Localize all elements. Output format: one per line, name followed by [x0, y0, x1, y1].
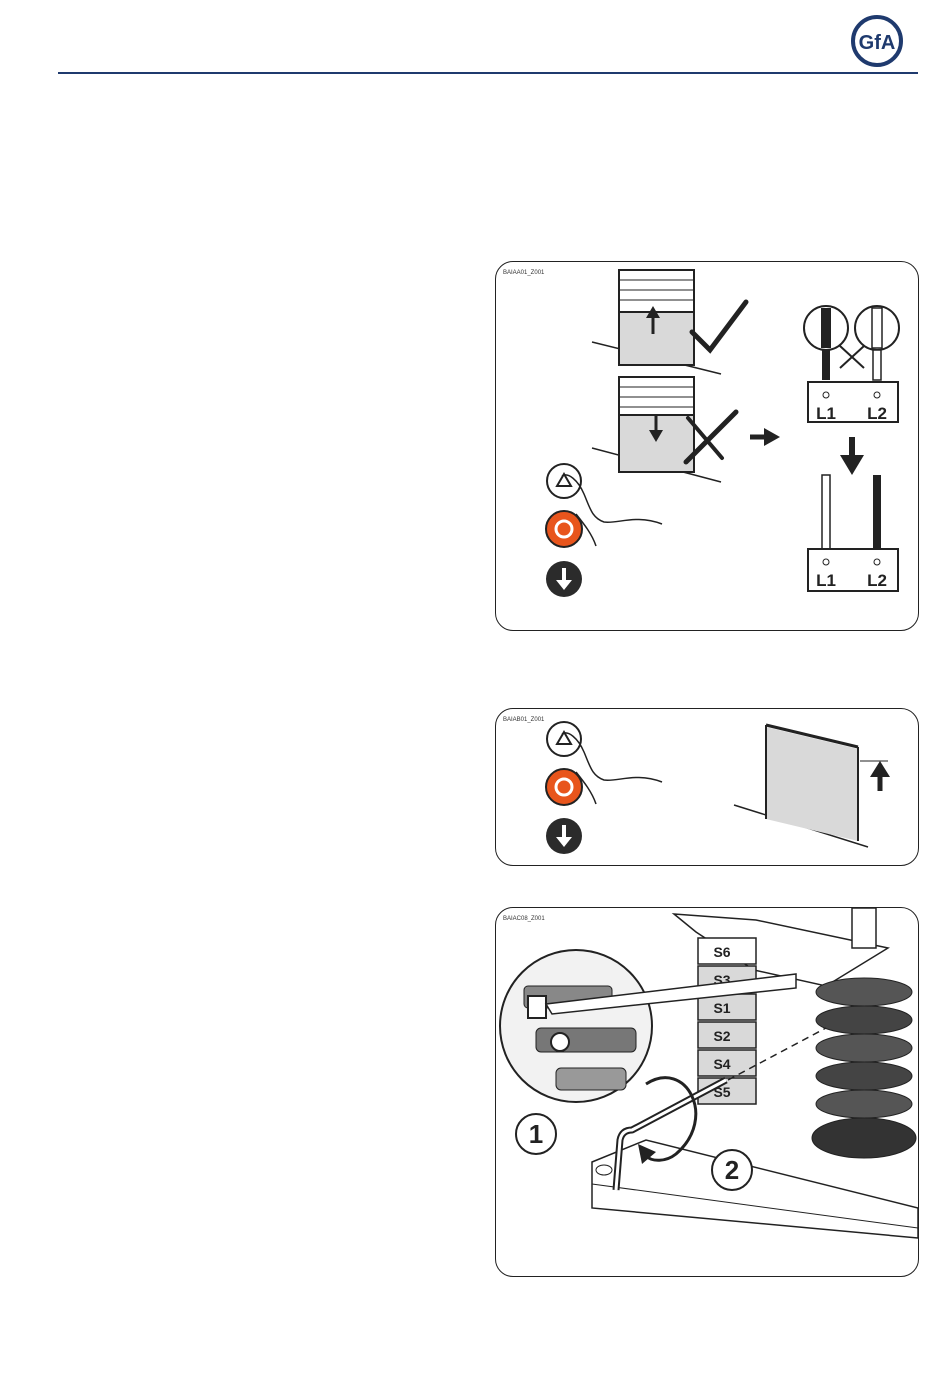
down-button-icon	[546, 818, 582, 854]
step-2-label: 2	[712, 1150, 752, 1190]
door-raised-icon	[734, 725, 890, 847]
header-rule	[58, 72, 918, 74]
figure-direction-check: BAIAA01_Z001	[495, 261, 919, 631]
door-down-cross-icon	[592, 377, 736, 482]
switch-label: S2	[713, 1028, 730, 1044]
terminal-label: L1	[816, 571, 836, 590]
limit-switch-cam-icon	[812, 978, 916, 1158]
logo-text: GfA	[859, 32, 896, 54]
step-number: 1	[529, 1119, 543, 1149]
step-1-label: 1	[516, 1114, 556, 1154]
terminal-label: L2	[867, 404, 887, 423]
terminal-label: L2	[867, 571, 887, 590]
gfa-logo: GfA	[848, 14, 906, 68]
figure-door-open-drawing	[496, 709, 918, 865]
switch-stack: S6 S3 S1 S2 S4 S5	[698, 938, 756, 1104]
arrow-right-icon	[750, 428, 780, 446]
swap-wires-icon	[822, 475, 881, 549]
switch-label: S4	[713, 1056, 730, 1072]
stop-button-icon	[546, 511, 582, 547]
figure-door-open: BAIAB01_Z001	[495, 708, 919, 866]
switch-label: S1	[713, 1000, 730, 1016]
terminal-label: L1	[816, 404, 836, 423]
stop-button-icon	[546, 769, 582, 805]
door-up-check-icon	[592, 270, 746, 374]
terminal-block-top: L1 L2	[808, 382, 898, 423]
figure-limit-switch-adjust: BAIAC08_Z001 S6 S3 S1 S2 S4 S5	[495, 907, 919, 1277]
figure-limit-switch-adjust-drawing: S6 S3 S1 S2 S4 S5	[496, 908, 918, 1276]
screwdriver-icons	[804, 306, 899, 380]
switch-label: S6	[713, 944, 730, 960]
figure-direction-check-drawing: L1 L2 L1 L2	[496, 262, 918, 630]
down-button-icon	[546, 561, 582, 597]
step-number: 2	[725, 1155, 739, 1185]
terminal-block-bottom: L1 L2	[808, 549, 898, 591]
arrow-down-icon	[840, 437, 864, 475]
